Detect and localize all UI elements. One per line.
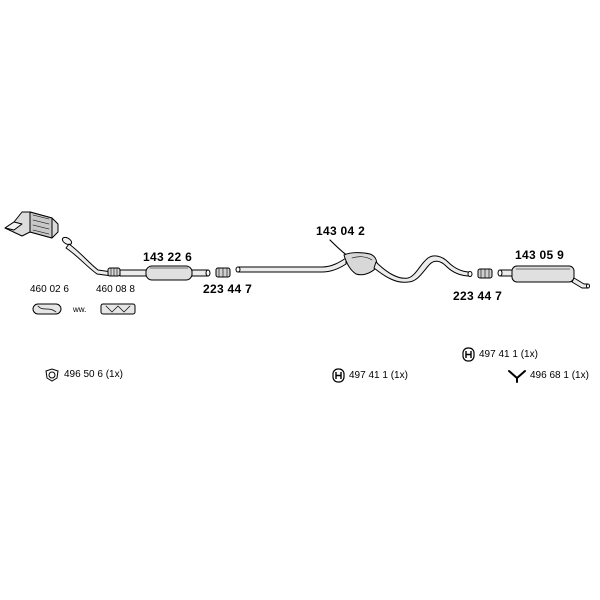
- hanger-rear-label: 497 41 1 (1x): [479, 348, 538, 360]
- y-bracket-icon: [508, 370, 526, 383]
- gasket-label: 496 50 6 (1x): [64, 369, 123, 380]
- rubber-hanger-icon: [462, 347, 475, 362]
- center-muffler-part-number: 143 04 2: [316, 224, 366, 238]
- hanger-center-label: 497 41 1 (1x): [349, 369, 408, 381]
- pipe-clamp-1: [215, 267, 231, 278]
- hardware-hanger-rear: 497 41 1 (1x): [462, 347, 538, 362]
- center-muffler: [329, 239, 473, 283]
- gasket-ring-icon: [45, 368, 59, 382]
- front-muffler: [119, 265, 211, 281]
- option-pipe-460088: [100, 303, 136, 315]
- rear-muffler: [497, 265, 590, 289]
- hardware-hanger-center: 497 41 1 (1x): [332, 368, 408, 383]
- bracket-label: 496 68 1 (1x): [530, 370, 589, 381]
- pipe-clamp-2: [477, 268, 493, 279]
- rubber-hanger-icon: [332, 368, 345, 383]
- option-a-part-number: 460 02 6: [30, 284, 69, 295]
- front-pipe: [61, 236, 121, 277]
- option-b-part-number: 460 08 8: [96, 284, 135, 295]
- hardware-bracket: 496 68 1 (1x): [508, 369, 589, 383]
- alternative-marker: ww.: [73, 305, 87, 314]
- catalytic-converter: [4, 211, 59, 239]
- middle-pipe: [235, 257, 347, 273]
- option-gasket-460026: [32, 303, 62, 315]
- clamp-2-part-number: 223 44 7: [453, 289, 503, 303]
- rear-muffler-part-number: 143 05 9: [515, 248, 565, 262]
- front-muffler-part-number: 143 22 6: [143, 250, 193, 264]
- clamp-1-part-number: 223 44 7: [203, 282, 253, 296]
- hardware-gasket: 496 50 6 (1x): [44, 368, 123, 382]
